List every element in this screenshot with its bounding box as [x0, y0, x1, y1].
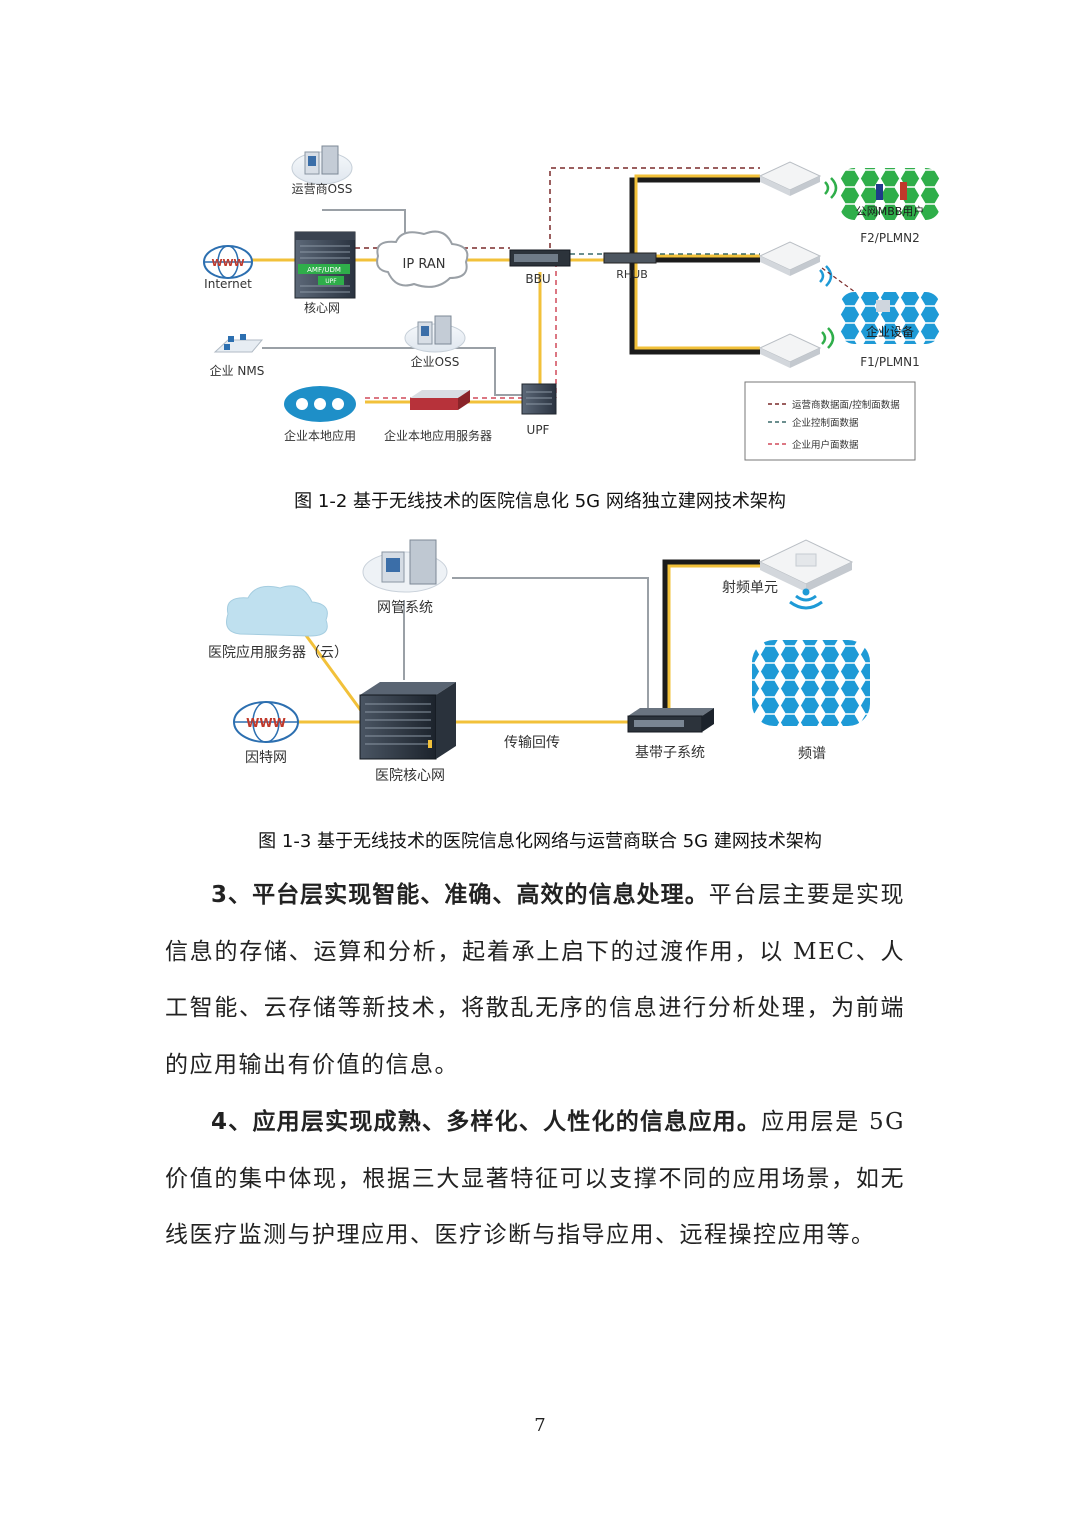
figure1-legend: [744, 381, 916, 461]
upf-label: UPF: [527, 423, 550, 437]
hospital-core-label: 医院核心网: [375, 768, 445, 784]
baseband-device-icon: [627, 708, 714, 733]
platform-layer-body: 平台层主要是实现信息的存储、运算和分析，起着承上启下的过渡作用，以 MEC、人工…: [165, 882, 905, 1078]
figure-1-3-caption: 图 1-3 基于无线技术的医院信息化网络与运营商联合 5G 建网技术架构: [258, 831, 822, 852]
upf-rack-icon: [521, 383, 557, 415]
enterprise-oss-label: 企业OSS: [411, 354, 460, 369]
figure-1-3: 网管系统 医院应用服务器（云） WWW 因特网 医院核心网 传输回传 基带子系统: [0, 530, 1080, 800]
internet-label: Internet: [204, 277, 252, 291]
dashed-links: [355, 167, 760, 399]
internet-www-label-2: WWW: [246, 716, 286, 730]
enterprise-device-label: 企业设备: [866, 324, 914, 339]
page-number: 7: [534, 1415, 546, 1436]
operator-oss-label: 运营商OSS: [292, 181, 353, 196]
legend-item-operator: 运营商数据面/控制面数据: [792, 399, 900, 411]
f1-plmn1-label: F1/PLMN1: [860, 355, 919, 369]
bbu-device-icon: [509, 249, 571, 267]
rf-wifi-signal-icon: [789, 588, 823, 610]
application-layer-heading: 4、应用层实现成熟、多样化、人性化的信息应用。: [211, 1109, 762, 1135]
core-network-rack-icon: [294, 231, 356, 299]
bbu-label: BBU: [525, 272, 550, 286]
nms-label: 网管系统: [377, 600, 433, 616]
application-layer-body: 应用层是 5G 价值的集中体现，根据三大显著特征可以支撑不同的应用场景，如无线医…: [165, 1109, 905, 1248]
legend-item-enterprise-user: 企业用户面数据: [792, 439, 859, 451]
enterprise-local-server-icon: [410, 390, 470, 410]
enterprise-local-server-label: 企业本地应用服务器: [384, 428, 492, 443]
public-mbb-hex-spectrum-icon: [840, 168, 940, 220]
internet-globe-icon: [203, 245, 253, 279]
rf-unit-icon: [758, 539, 854, 592]
signal-to-enterprise-arrows: [821, 267, 856, 293]
rhub-label: RHUB: [616, 268, 648, 281]
paragraph-platform-layer: 3、平台层实现智能、准确、高效的信息处理。平台层主要是实现信息的存储、运算和分析…: [165, 867, 905, 1093]
radio-unit-middle-icon: [758, 241, 822, 276]
yellow-links-2: [296, 559, 760, 724]
enterprise-oss-server-icon: [404, 315, 466, 353]
ip-ran-label: IP RAN: [403, 257, 446, 272]
wifi-signal-icons: [819, 177, 838, 349]
transport-backhaul-label: 传输回传: [504, 735, 560, 751]
core-network-label: 核心网: [304, 301, 340, 315]
f2-plmn2-label: F2/PLMN2: [860, 231, 919, 245]
amf-udm-label: AMF/UDM: [307, 266, 341, 274]
cloud-server-icon: [226, 585, 328, 637]
baseband-label: 基带子系统: [635, 744, 705, 761]
enterprise-nms-label: 企业 NMS: [210, 363, 265, 378]
ip-ran-cloud-icon: [376, 230, 469, 288]
grey-links-2: [403, 577, 649, 708]
core-upf-label: UPF: [325, 278, 337, 285]
legend-item-enterprise-control: 企业控制面数据: [792, 417, 859, 429]
rhub-device-icon: [603, 252, 657, 264]
radio-unit-top-icon: [758, 161, 822, 196]
operator-oss-server-icon: [291, 145, 353, 185]
paragraph-application-layer: 4、应用层实现成熟、多样化、人性化的信息应用。应用层是 5G 价值的集中体现，根…: [165, 1094, 905, 1264]
rf-unit-label: 射频单元: [722, 580, 778, 596]
platform-layer-heading: 3、平台层实现智能、准确、高效的信息处理。: [211, 882, 709, 908]
cloud-server-label: 医院应用服务器（云）: [208, 644, 348, 661]
spectrum-label: 频谱: [798, 746, 826, 762]
figure-1-2-caption: 图 1-2 基于无线技术的医院信息化 5G 网络独立建网技术架构: [294, 491, 786, 512]
public-mbb-label: 公网MBB用户: [856, 204, 925, 218]
internet-www-label: WWW: [211, 258, 244, 269]
enterprise-nms-icon: [213, 334, 264, 353]
radio-unit-bottom-icon: [758, 333, 822, 368]
internet-label-2: 因特网: [245, 750, 287, 766]
figure-1-2: 运营商OSS WWW Internet AMF/UDM UPF 核心网 IP R…: [0, 130, 1080, 475]
enterprise-device-hex-spectrum-icon: [840, 292, 940, 344]
enterprise-local-app-icon: [284, 386, 356, 422]
hospital-core-rack-icon: [359, 682, 456, 760]
nms-server-icon: [362, 539, 448, 593]
enterprise-local-app-label: 企业本地应用: [284, 428, 356, 443]
spectrum-hex-icon: [752, 640, 870, 726]
internet-globe-icon-2: [233, 701, 299, 743]
